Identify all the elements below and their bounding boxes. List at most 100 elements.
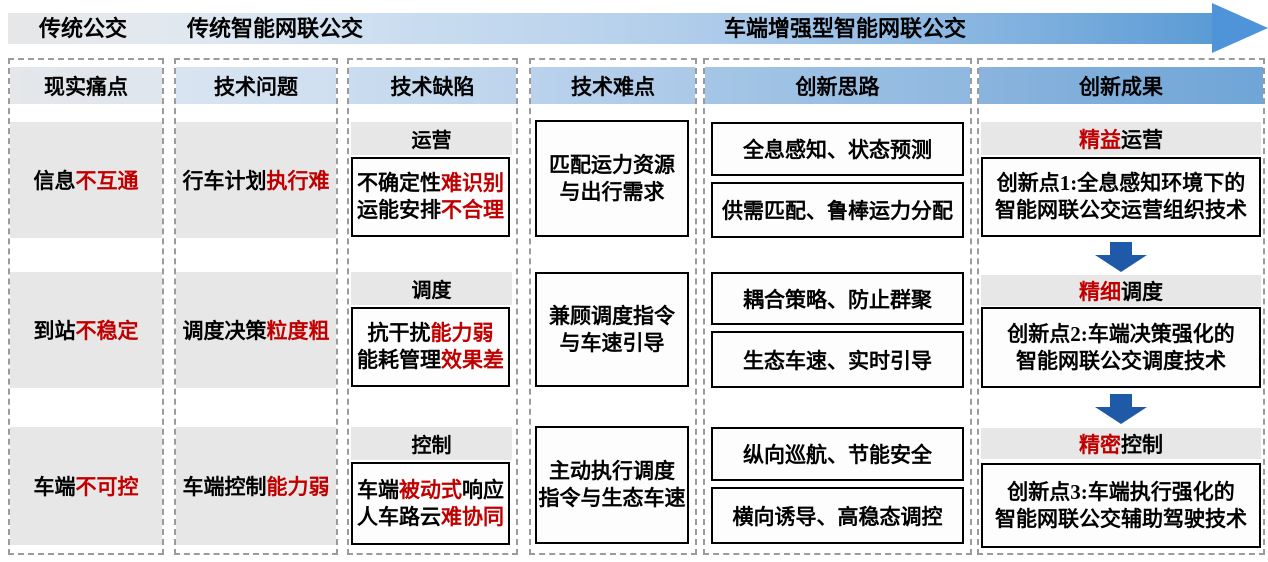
problem-text-2: 调度决策粒度粗 bbox=[183, 315, 330, 345]
column-pain-points: 现实痛点 信息不互通 到站不稳定 车端不可控 bbox=[8, 58, 164, 555]
result-line: 创新点3:车端执行强化的 bbox=[1007, 479, 1235, 504]
arrow-stem bbox=[1110, 394, 1132, 407]
result-line: 智能网联公交运营组织技术 bbox=[995, 198, 1247, 222]
down-arrow-icon bbox=[1095, 242, 1147, 272]
difficulty-box-1: 匹配运力资源 与出行需求 bbox=[535, 120, 689, 237]
stage-label-traditional-icv-bus: 传统智能网联公交 bbox=[186, 16, 363, 41]
arrow-stem bbox=[1110, 242, 1132, 255]
defect-line: 车端被动式响应 bbox=[357, 477, 504, 504]
arrow-head bbox=[1095, 407, 1147, 424]
column-innovation-ideas: 创新思路 全息感知、状态预测 供需匹配、鲁棒运力分配 耦合策略、防止群聚 生态车… bbox=[703, 58, 972, 555]
stage-gradient-band bbox=[8, 13, 1212, 44]
arrow-head bbox=[1095, 255, 1147, 272]
column-innovation-results: 创新成果 精益运营 创新点1:全息感知环境下的 智能网联公交运营组织技术 精细调… bbox=[977, 58, 1265, 555]
column-header-tech-difficulties: 技术难点 bbox=[531, 67, 695, 104]
text-part-red: 难协同 bbox=[441, 504, 504, 529]
text-part: 调度 bbox=[1121, 279, 1163, 304]
defect-line: 不确定性难识别 bbox=[357, 170, 504, 197]
column-tech-problems: 技术问题 行车计划执行难 调度决策粒度粗 车端控制能力弱 bbox=[174, 58, 338, 555]
text-part: 行车计划 bbox=[182, 169, 267, 193]
difficulty-line: 指令与生态车速 bbox=[538, 486, 686, 510]
text-part-red: 不稳定 bbox=[75, 319, 139, 343]
problem-text-1: 行车计划执行难 bbox=[183, 165, 330, 195]
defect-box-dispatch: 抗干扰能力弱 能耗管理效果差 bbox=[351, 307, 510, 387]
text-part: 车端 bbox=[33, 475, 76, 499]
text-part: 人车路云 bbox=[357, 504, 441, 529]
text-part: 抗干扰 bbox=[367, 321, 431, 345]
defect-label-operation: 运营 bbox=[351, 122, 512, 155]
text-part-red: 执行难 bbox=[266, 169, 330, 193]
pain-row-3: 车端不可控 bbox=[10, 427, 162, 545]
result-label-fine-dispatch: 精细调度 bbox=[981, 275, 1261, 306]
defect-label-dispatch: 调度 bbox=[351, 272, 512, 305]
text-part: 调度决策 bbox=[182, 319, 267, 343]
idea-box: 横向诱导、高稳态调控 bbox=[711, 487, 964, 544]
result-line: 智能网联公交调度技术 bbox=[1016, 348, 1226, 373]
pain-row-1: 信息不互通 bbox=[10, 122, 162, 238]
pain-text-2: 到站不稳定 bbox=[34, 315, 139, 345]
text-part-red: 精细 bbox=[1079, 279, 1121, 304]
right-arrow-icon bbox=[1212, 3, 1268, 53]
difficulty-line: 匹配运力资源 bbox=[549, 152, 675, 177]
result-label-lean-operation: 精益运营 bbox=[981, 122, 1261, 155]
problem-text-3: 车端控制能力弱 bbox=[183, 471, 330, 501]
column-tech-difficulties: 技术难点 匹配运力资源 与出行需求 兼顾调度指令 与车速引导 主动执行调度 指令… bbox=[529, 58, 697, 555]
column-header-tech-problems: 技术问题 bbox=[176, 67, 336, 104]
idea-box: 供需匹配、鲁棒运力分配 bbox=[711, 182, 964, 238]
stage-label-traditional-bus: 传统公交 bbox=[38, 16, 127, 41]
column-header-innovation-results: 创新成果 bbox=[979, 67, 1263, 104]
difficulty-line: 与车速引导 bbox=[559, 330, 665, 355]
problem-row-1: 行车计划执行难 bbox=[176, 122, 336, 238]
idea-box: 耦合策略、防止群聚 bbox=[711, 272, 964, 325]
result-line: 智能网联公交辅助驾驶技术 bbox=[995, 506, 1247, 531]
text-part: 到站 bbox=[33, 319, 76, 343]
text-part: 响应 bbox=[462, 477, 504, 502]
pain-text-1: 信息不互通 bbox=[34, 165, 139, 195]
text-part-red: 粒度粗 bbox=[266, 319, 330, 343]
result-box-3: 创新点3:车端执行强化的 智能网联公交辅助驾驶技术 bbox=[981, 463, 1261, 548]
problem-row-2: 调度决策粒度粗 bbox=[176, 272, 336, 388]
idea-box: 纵向巡航、节能安全 bbox=[711, 427, 964, 481]
result-line: 创新点2:车端决策强化的 bbox=[1007, 321, 1235, 346]
defect-line: 能耗管理效果差 bbox=[357, 347, 504, 374]
down-arrow-icon bbox=[1095, 394, 1147, 424]
text-part-red: 能力弱 bbox=[430, 321, 494, 345]
text-part: 不确定性 bbox=[357, 171, 441, 195]
result-line: 创新点1:全息感知环境下的 bbox=[996, 171, 1246, 195]
column-tech-defects: 技术缺陷 运营 不确定性难识别 运能安排不合理 调度 抗干扰能力弱 能耗管理效果… bbox=[347, 58, 518, 555]
idea-box: 生态车速、实时引导 bbox=[711, 331, 964, 388]
text-part-red: 不互通 bbox=[75, 169, 139, 193]
defect-line: 人车路云难协同 bbox=[357, 504, 504, 531]
result-box-2: 创新点2:车端决策强化的 智能网联公交调度技术 bbox=[981, 307, 1261, 388]
text-part: 能耗管理 bbox=[357, 348, 441, 372]
text-part-red: 被动式 bbox=[399, 477, 462, 502]
text-part-red: 效果差 bbox=[441, 348, 504, 372]
idea-box: 全息感知、状态预测 bbox=[711, 122, 964, 176]
text-part-red: 难识别 bbox=[441, 171, 504, 195]
text-part: 车端控制 bbox=[182, 475, 267, 499]
column-header-innovation-ideas: 创新思路 bbox=[705, 67, 970, 104]
text-part: 信息 bbox=[33, 169, 76, 193]
text-part: 运能安排 bbox=[357, 198, 441, 222]
defect-box-control: 车端被动式响应 人车路云难协同 bbox=[351, 462, 510, 545]
difficulty-box-2: 兼顾调度指令 与车速引导 bbox=[535, 272, 689, 387]
defect-line: 运能安排不合理 bbox=[357, 197, 504, 224]
text-part: 运营 bbox=[1121, 127, 1163, 152]
defect-label-control: 控制 bbox=[351, 427, 512, 460]
text-part: 车端 bbox=[357, 477, 399, 502]
text-part-red: 精密 bbox=[1079, 432, 1121, 457]
text-part-red: 精益 bbox=[1079, 127, 1121, 152]
text-part: 控制 bbox=[1121, 432, 1163, 457]
column-header-tech-defects: 技术缺陷 bbox=[349, 67, 516, 104]
stage-label-enhanced-icv-bus: 车端增强型智能网联公交 bbox=[723, 16, 966, 41]
text-part-red: 能力弱 bbox=[266, 475, 330, 499]
difficulty-line: 兼顾调度指令 bbox=[549, 303, 675, 328]
pain-row-2: 到站不稳定 bbox=[10, 272, 162, 388]
difficulty-line: 主动执行调度 bbox=[549, 459, 675, 483]
pain-text-3: 车端不可控 bbox=[34, 471, 139, 501]
difficulty-box-3: 主动执行调度 指令与生态车速 bbox=[535, 426, 689, 544]
text-part-red: 不可控 bbox=[75, 475, 139, 499]
result-box-1: 创新点1:全息感知环境下的 智能网联公交运营组织技术 bbox=[981, 157, 1261, 237]
defect-box-operation: 不确定性难识别 运能安排不合理 bbox=[351, 157, 510, 237]
